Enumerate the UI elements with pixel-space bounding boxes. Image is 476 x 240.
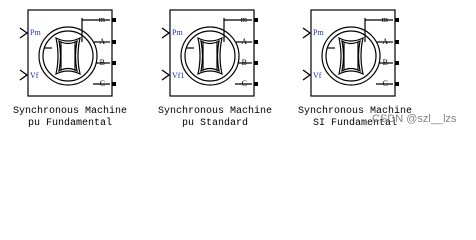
input-label-vf1: Vf1 — [172, 71, 184, 80]
input-port-vf-arrow[interactable] — [302, 69, 312, 81]
output-port-c[interactable] — [254, 82, 258, 86]
output-label-c: C — [100, 79, 105, 88]
output-port-c[interactable] — [112, 82, 116, 86]
output-label-c: C — [242, 79, 247, 88]
sync-machine-si-fundamental-block[interactable]: Pm Vf m A B C — [302, 8, 403, 98]
input-label-pm: Pm — [313, 28, 324, 37]
output-port-b[interactable] — [254, 61, 258, 65]
output-label-b: B — [242, 58, 247, 67]
output-label-b: B — [383, 58, 388, 67]
output-port-a[interactable] — [395, 40, 399, 44]
output-label-b: B — [100, 58, 105, 67]
input-port-pm-arrow[interactable] — [161, 27, 171, 39]
output-port-a[interactable] — [112, 40, 116, 44]
block-caption: Synchronous Machine pu Standard — [135, 106, 295, 130]
output-port-b[interactable] — [112, 61, 116, 65]
machine-symbol — [180, 18, 252, 86]
output-label-m: m — [241, 15, 248, 24]
input-label-pm: Pm — [172, 28, 183, 37]
caption-line-1: Synchronous Machine — [12, 106, 128, 117]
machine-symbol — [38, 18, 110, 86]
sync-machine-icon: Pm Vf1 m A B C — [161, 9, 258, 97]
input-port-vf1-arrow[interactable] — [161, 69, 171, 81]
input-port-pm-arrow[interactable] — [302, 27, 312, 39]
output-port-b[interactable] — [395, 61, 399, 65]
output-port-a[interactable] — [254, 40, 258, 44]
output-label-a: A — [382, 37, 388, 46]
output-label-c: C — [383, 79, 388, 88]
output-label-m: m — [382, 15, 389, 24]
block-caption: Synchronous Machine SI Fundamental — [275, 106, 435, 130]
output-label-a: A — [241, 37, 247, 46]
caption-line-1: Synchronous Machine — [297, 106, 413, 117]
output-label-m: m — [99, 15, 106, 24]
output-port-c[interactable] — [395, 82, 399, 86]
machine-symbol — [321, 18, 393, 86]
input-label-pm: Pm — [30, 28, 41, 37]
watermark: CSDN @szl__lzs — [372, 113, 457, 125]
sync-machine-pu-standard-block[interactable]: Pm Vf1 m A B C — [161, 8, 262, 98]
sync-machine-icon: Pm Vf m A B C — [302, 9, 399, 97]
caption-line-2: pu Fundamental — [27, 118, 112, 129]
input-port-vf-arrow[interactable] — [19, 69, 29, 81]
block-caption: Synchronous Machine pu Fundamental — [0, 106, 150, 130]
input-label-vf: Vf — [30, 71, 39, 80]
diagram-canvas: Pm Vf m A B C Synchronous Machine pu Fun… — [0, 8, 457, 130]
sync-machine-icon: Pm Vf m A B C — [19, 9, 116, 97]
input-port-pm-arrow[interactable] — [19, 27, 29, 39]
output-port-m[interactable] — [254, 18, 258, 22]
caption-line-2: SI Fundamental — [312, 118, 397, 129]
sync-machine-pu-fundamental-block[interactable]: Pm Vf m A B C — [19, 8, 120, 98]
caption-line-2: pu Standard — [181, 118, 248, 129]
output-port-m[interactable] — [395, 18, 399, 22]
input-label-vf: Vf — [313, 71, 322, 80]
caption-line-1: Synchronous Machine — [157, 106, 273, 117]
output-port-m[interactable] — [112, 18, 116, 22]
output-label-a: A — [99, 37, 105, 46]
